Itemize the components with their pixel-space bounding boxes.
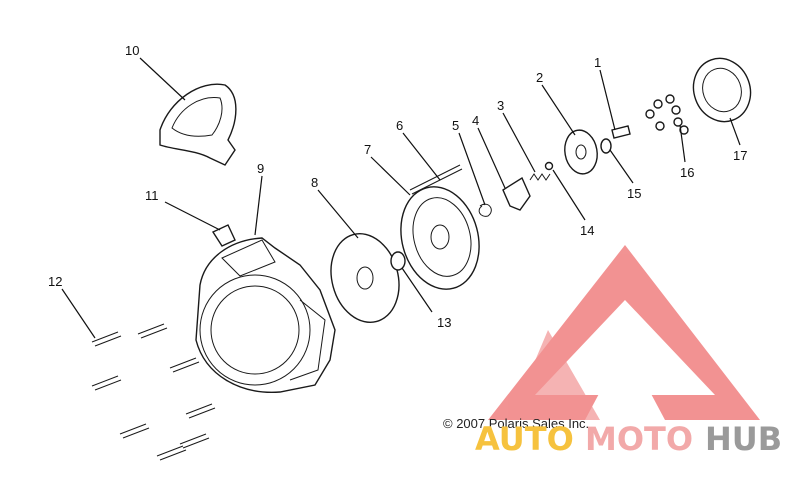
watermark-moto: MOTO [585,420,693,458]
callout-17: 17 [733,148,747,163]
callout-7: 7 [364,142,371,157]
part-rope [409,164,463,195]
part-boot [211,224,236,247]
part-disc [330,233,400,323]
part-housing [195,237,336,393]
part-cup [692,57,752,123]
part-small-clip [544,161,554,171]
callout-12: 12 [48,274,62,289]
copyright-text: © 2007 Polaris Sales Inc. [443,416,589,431]
callout-4: 4 [472,113,479,128]
callout-14: 14 [580,223,594,238]
part-screws [91,323,216,461]
part-clip [478,203,492,217]
part-handle [159,83,237,166]
callout-3: 3 [497,98,504,113]
watermark-logo [488,245,760,420]
watermark-hub: HUB [705,420,782,458]
watermark-auto: AUTO [475,420,574,458]
part-spring [529,173,551,181]
callout-11: 11 [145,188,159,203]
watermark-text: AUTO MOTO HUB [475,420,782,458]
callout-16: 16 [680,165,694,180]
part-pawl [502,176,531,211]
callout-10: 10 [125,43,139,58]
callout-5: 5 [452,118,459,133]
part-cam [564,129,598,175]
leader-lines [61,57,741,339]
callout-9: 9 [257,161,264,176]
part-washer [600,138,612,154]
part-bushing [390,251,406,271]
callout-6: 6 [396,118,403,133]
callout-13: 13 [437,315,451,330]
part-pulley [400,186,480,290]
part-nuts [645,94,689,135]
callout-numbers: 10 9 11 12 8 13 7 6 5 4 3 2 1 14 15 16 1… [48,43,747,330]
callout-15: 15 [627,186,641,201]
callout-8: 8 [311,175,318,190]
callout-2: 2 [536,70,543,85]
part-bolt [611,125,631,139]
callout-1: 1 [594,55,601,70]
